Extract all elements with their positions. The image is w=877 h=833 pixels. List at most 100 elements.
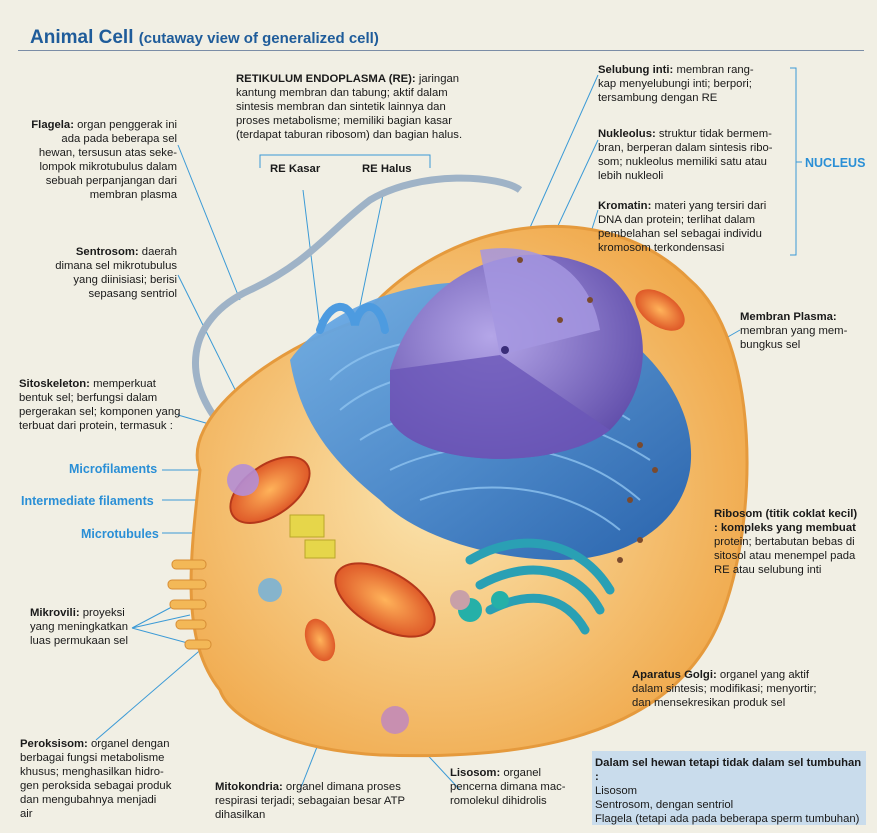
label-sentrosom-line-3: sepasang sentriol bbox=[88, 288, 177, 300]
label-sentrosom-line-0: daerah bbox=[138, 246, 177, 258]
label-re-line-1: kantung membran dan tabung; aktif dalam bbox=[236, 87, 448, 99]
label-mikrovili-term: Mikrovili: bbox=[30, 607, 80, 619]
label-lisosom-line-2: romolekul dihidrolis bbox=[450, 795, 547, 807]
label-re-kasar: RE Kasar bbox=[270, 163, 321, 175]
label-mitokondria-line-0: organel dimana proses bbox=[282, 781, 401, 793]
label-sitoskeleton-line-2: pergerakan sel; komponen yang bbox=[19, 406, 181, 418]
label-sentrosom-line-2: yang diinisiasi; berisi bbox=[73, 274, 177, 286]
label-nukleolus-line-2: som; nukleolus memiliki satu atau bbox=[598, 156, 767, 168]
label-selubung-line-2: tersambung dengan RE bbox=[598, 92, 718, 104]
title-subtitle: (cutaway view of generalized cell) bbox=[138, 30, 379, 47]
label-microtubules: Microtubules bbox=[81, 527, 159, 541]
note-item: Sentrosom, dengan sentriol bbox=[595, 799, 734, 811]
label-lisosom-line-0: organel bbox=[500, 767, 542, 779]
label-nukleolus: Nukleolus: struktur tidak bermem- bran, … bbox=[598, 127, 788, 183]
mitochondria-shape bbox=[229, 289, 685, 662]
label-sitoskeleton-line-0: memperkuat bbox=[89, 378, 156, 390]
label-membran-term: Membran Plasma: bbox=[740, 311, 837, 323]
label-selubung-term: Selubung inti: bbox=[598, 64, 674, 76]
label-nukleolus-line-0: struktur tidak bermem- bbox=[655, 128, 772, 140]
label-intermediate-filaments: Intermediate filaments bbox=[21, 494, 154, 508]
label-mikrovili-line-1: yang meningkatkan bbox=[30, 621, 128, 633]
label-peroksisom: Peroksisom: organel dengan berbagai fung… bbox=[20, 737, 190, 821]
label-lisosom-line-1: pencerna dimana mac- bbox=[450, 781, 566, 793]
label-nukleolus-line-1: bran, berperan dalam sintesis ribo- bbox=[598, 142, 773, 154]
label-selubung-inti: Selubung inti: membran rang- kap menyelu… bbox=[598, 63, 788, 105]
note-box: Dalam sel hewan tetapi tidak dalam sel t… bbox=[592, 751, 866, 825]
label-mikrovili-line-0: proyeksi bbox=[79, 607, 125, 619]
label-kromatin-line-3: kromosom terkondensasi bbox=[598, 242, 725, 254]
label-ribosom: Ribosom (titik coklat kecil) : kompleks … bbox=[714, 507, 874, 577]
label-flagela-line-1: ada pada beberapa sel bbox=[61, 133, 177, 145]
label-kromatin-line-2: pembelahan sel sebagai individu bbox=[598, 228, 762, 240]
label-kromatin-line-0: materi yang tersiri dari bbox=[651, 200, 767, 212]
label-re-line-0: jaringan bbox=[415, 73, 460, 85]
label-nukleolus-term: Nukleolus: bbox=[598, 128, 656, 140]
label-peroksisom-line-0: organel dengan bbox=[87, 738, 170, 750]
label-mikrovili: Mikrovili: proyeksi yang meningkatkan lu… bbox=[30, 606, 150, 648]
note-item: Lisosom bbox=[595, 785, 638, 797]
label-flagela-line-5: membran plasma bbox=[89, 189, 177, 201]
label-lisosom-term: Lisosom: bbox=[450, 767, 501, 779]
label-golgi-line-0: organel yang aktif bbox=[716, 669, 810, 681]
label-membran-line-1: membran yang mem- bbox=[740, 325, 848, 337]
label-re-term: RETIKULUM ENDOPLASMA (RE): bbox=[236, 73, 416, 85]
label-re-line-2: sintesis membran dan sintetik lainnya da… bbox=[236, 101, 446, 113]
label-ribosom-line-2: protein; bertabutan bebas di bbox=[714, 536, 855, 548]
label-mitokondria-line-2: dihasilkan bbox=[215, 809, 266, 821]
label-peroksisom-line-2: khusus; menghasilkan hidro- bbox=[20, 766, 164, 778]
label-re-halus: RE Halus bbox=[362, 163, 412, 175]
label-flagela-line-2: hewan, tersusun atas seke- bbox=[38, 147, 177, 159]
label-aparatus-golgi: Aparatus Golgi: organel yang aktif dalam… bbox=[632, 668, 852, 710]
title-rule bbox=[18, 50, 864, 51]
label-golgi-line-2: dan mensekresikan produk sel bbox=[632, 697, 786, 709]
label-selubung-line-1: kap menyelubungi inti; berpori; bbox=[598, 78, 752, 90]
label-flagela-line-0: organ penggerak ini bbox=[73, 119, 177, 131]
label-sentrosom: Sentrosom: daerah dimana sel mikrotubulu… bbox=[10, 245, 177, 301]
label-mitokondria: Mitokondria: organel dimana proses respi… bbox=[215, 780, 435, 822]
label-mitokondria-line-1: respirasi terjadi; sebagaian besar ATP bbox=[215, 795, 406, 807]
label-microfilaments: Microfilaments bbox=[69, 462, 158, 476]
label-flagela-line-3: lompok mikrotubulus dalam bbox=[39, 161, 177, 173]
label-sitoskeleton: Sitoskeleton: memperkuat bentuk sel; ber… bbox=[19, 377, 199, 433]
label-ribosom-line-4: RE atau selubung inti bbox=[714, 564, 822, 576]
flagellum-shape bbox=[192, 174, 523, 433]
label-sentrosom-term: Sentrosom: bbox=[75, 246, 139, 258]
label-nukleolus-line-3: lebih nukleoli bbox=[598, 170, 664, 182]
label-membran-line-2: bungkus sel bbox=[740, 339, 801, 351]
microvilli-shape bbox=[167, 559, 212, 650]
label-peroksisom-term: Peroksisom: bbox=[20, 738, 88, 750]
label-sitoskeleton-term: Sitoskeleton: bbox=[19, 378, 90, 390]
label-kromatin: Kromatin: materi yang tersiri dari DNA d… bbox=[598, 199, 788, 255]
note-item: Flagela (tetapi ada pada beberapa sperm … bbox=[595, 813, 860, 825]
label-membran-plasma: Membran Plasma: membran yang mem- bungku… bbox=[740, 310, 870, 352]
label-mitokondria-term: Mitokondria: bbox=[215, 781, 283, 793]
note-content: Dalam sel hewan tetapi tidak dalam sel t… bbox=[595, 756, 867, 826]
label-sitoskeleton-line-3: terbuat dari protein, termasuk : bbox=[19, 420, 173, 432]
label-peroksisom-line-3: gen peroksida sebagai produk bbox=[20, 780, 172, 792]
lysosome-shape bbox=[381, 706, 409, 734]
label-nucleus: NUCLEUS bbox=[805, 156, 866, 170]
label-flagela-term: Flagela: bbox=[31, 119, 74, 131]
label-mikrovili-line-2: luas permukaan sel bbox=[30, 635, 128, 647]
label-peroksisom-line-4: dan mengubahnya menjadi bbox=[20, 794, 157, 806]
label-golgi-line-1: dalam sintesis; modifikasi; menyortir; bbox=[632, 683, 817, 695]
centrosome-shape bbox=[289, 514, 336, 559]
label-kromatin-line-1: DNA dan protein; terlihat dalam bbox=[598, 214, 755, 226]
label-re: RETIKULUM ENDOPLASMA (RE): jaringan kant… bbox=[236, 72, 486, 142]
label-re-line-4: (terdapat taburan ribosom) dan bagian ha… bbox=[236, 129, 463, 141]
page-title: Animal Cell (cutaway view of generalized… bbox=[30, 27, 379, 49]
label-selubung-line-0: membran rang- bbox=[673, 64, 754, 76]
label-ribosom-term: Ribosom (titik coklat kecil) bbox=[714, 508, 858, 520]
label-lisosom: Lisosom: organel pencerna dimana mac- ro… bbox=[450, 766, 590, 808]
label-ribosom-line-1: : kompleks yang membuat bbox=[714, 522, 856, 534]
label-re-line-3: proses metabolisme; memiliki bagian kasa… bbox=[236, 115, 452, 127]
note-heading: Dalam sel hewan tetapi tidak dalam sel t… bbox=[595, 757, 862, 783]
label-flagela: Flagela: organ penggerak ini ada pada be… bbox=[10, 118, 177, 202]
label-golgi-term: Aparatus Golgi: bbox=[632, 669, 717, 681]
label-peroksisom-line-1: berbagai fungsi metabolisme bbox=[20, 752, 165, 764]
label-peroksisom-line-5: air bbox=[20, 808, 33, 820]
label-sentrosom-line-1: dimana sel mikrotubulus bbox=[55, 260, 177, 272]
label-ribosom-line-3: sitosol atau menempel pada bbox=[714, 550, 856, 562]
